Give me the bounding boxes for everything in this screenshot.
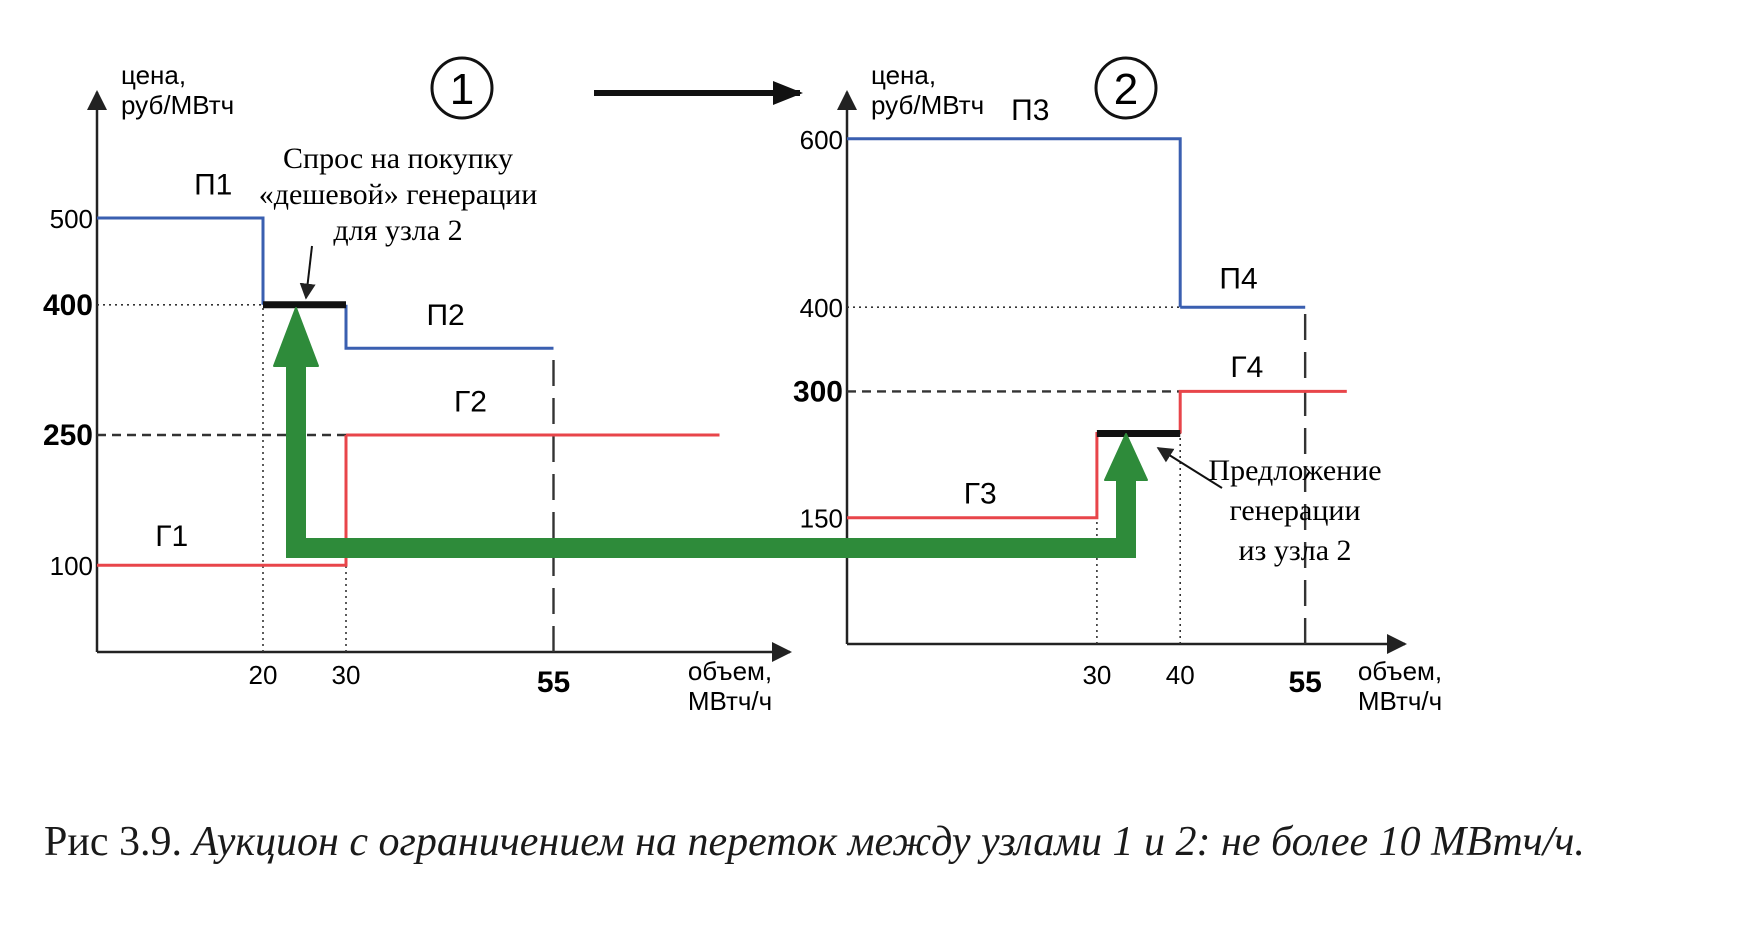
series-label: П4 — [1219, 263, 1257, 296]
x-tick-label: 55 — [537, 666, 570, 699]
y-tick-label: 300 — [793, 375, 843, 408]
caption-prefix: Рис 3.9. — [44, 819, 193, 865]
series-label: Г4 — [1230, 351, 1263, 384]
x-tick-label: 40 — [1166, 660, 1195, 690]
caption-text: Аукцион с ограничением на переток между … — [192, 819, 1585, 865]
series-line — [847, 137, 1182, 308]
series-label: Г3 — [964, 477, 997, 510]
flow-arrow-tail-head — [1104, 433, 1148, 481]
flow-arrow-body — [286, 350, 1136, 558]
series-label: Г1 — [155, 520, 188, 553]
annotation-pointer — [1156, 447, 1223, 489]
x-tick-label: 55 — [1288, 666, 1321, 699]
y-tick-label: 150 — [800, 504, 843, 534]
y-tick-label: 400 — [800, 293, 843, 323]
node-circle — [430, 56, 494, 120]
series-line — [97, 435, 348, 567]
series-label: П1 — [194, 169, 232, 202]
series-line — [97, 216, 265, 305]
series-label: Г2 — [454, 386, 487, 419]
y-tick-label: 400 — [43, 289, 93, 322]
y-tick-label: 500 — [50, 204, 93, 234]
node-label: 2 — [1114, 65, 1138, 114]
y-tick-label: 250 — [43, 419, 93, 452]
series-label: П3 — [1011, 94, 1049, 127]
figure-caption: Рис 3.9. Аукцион с ограничением на перет… — [44, 818, 1744, 866]
series-label: П2 — [426, 299, 464, 332]
annotation-pointer — [299, 245, 316, 300]
x-tick-label: 30 — [332, 660, 361, 690]
x-axis-title: объем,МВтч/ч — [688, 656, 772, 716]
series-line — [344, 304, 554, 350]
x-tick-label: 30 — [1082, 660, 1111, 690]
series-line — [1178, 389, 1347, 434]
y-axis-title: цена,руб/МВтч — [121, 60, 234, 120]
x-tick-label: 20 — [249, 660, 278, 690]
node-label: 1 — [450, 65, 474, 114]
x-axis-title: объем,МВтч/ч — [1358, 656, 1442, 716]
y-axis-title: цена,руб/МВтч — [871, 60, 984, 120]
y-tick-label: 100 — [50, 551, 93, 581]
node-circle — [1094, 56, 1158, 120]
y-tick-label: 600 — [800, 125, 843, 155]
flow-arrow-head — [273, 307, 319, 367]
